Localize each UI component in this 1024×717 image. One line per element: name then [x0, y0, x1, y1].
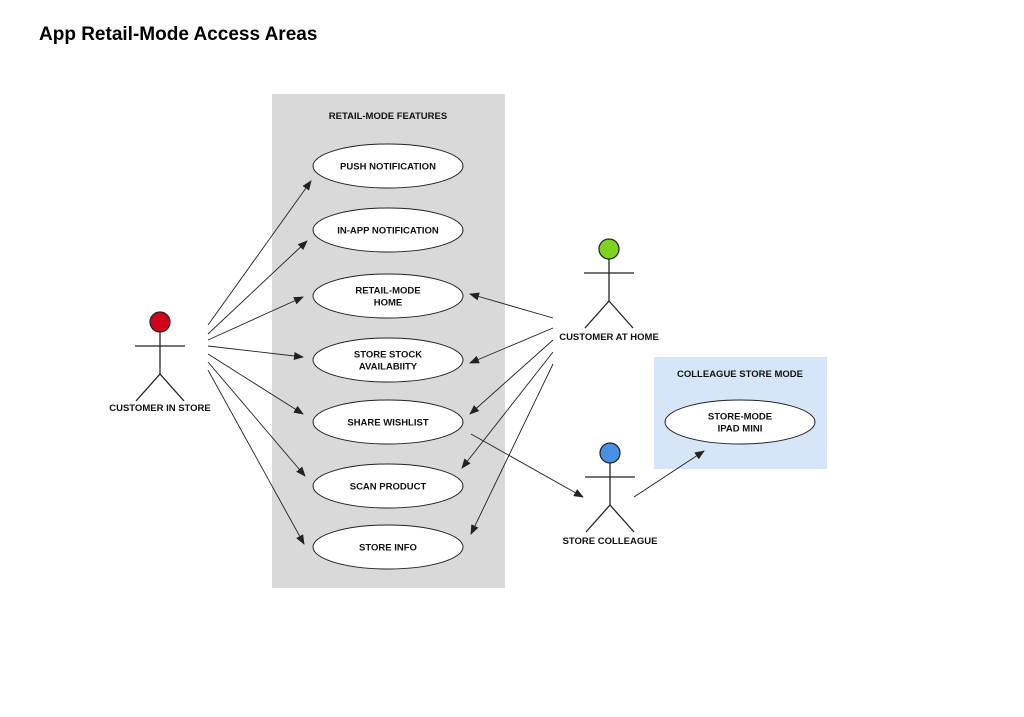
retail-boundary-label: RETAIL-MODE FEATURES: [329, 111, 447, 122]
use-case-inapp: IN-APP NOTIFICATION: [312, 207, 464, 253]
use-case-wishlist: SHARE WISHLIST: [312, 399, 464, 445]
connector-customer_in_store-to-push: [207, 180, 312, 326]
use-case-ellipse: [312, 524, 464, 570]
use-case-label: STORE INFO: [359, 543, 417, 554]
connector-customer_at_home-to-home: [469, 292, 554, 319]
actor-body-line: [585, 504, 611, 533]
use-case-ellipse: [312, 207, 464, 253]
use-case-ellipse: [312, 463, 464, 509]
actor-head-icon: [598, 238, 620, 260]
use-case-ellipse: [312, 337, 464, 383]
use-case-label: SCAN PRODUCT: [350, 482, 427, 493]
use-case-info: STORE INFO: [312, 524, 464, 570]
use-case-label: HOME: [374, 298, 403, 309]
use-case-label: AVAILABIITY: [359, 362, 418, 373]
connector-customer_in_store-to-inapp: [207, 240, 308, 335]
actor-head-icon: [599, 442, 621, 464]
actor-body-line: [584, 300, 610, 329]
actor-customer-in-store: CUSTOMER IN STORE: [109, 311, 211, 414]
actor-body-line: [608, 300, 634, 329]
use-case-label: STORE-MODE: [708, 412, 772, 423]
connector-customer_at_home-to-info: [470, 363, 554, 535]
use-case-label: PUSH NOTIFICATION: [340, 162, 436, 173]
actor-label: CUSTOMER AT HOME: [559, 332, 659, 343]
connector-store_colleague-to-ipad: [633, 450, 705, 498]
connector-customer_at_home-to-wishlist: [469, 339, 554, 415]
use-case-ellipse: [312, 143, 464, 189]
actor-label: CUSTOMER IN STORE: [109, 403, 211, 414]
actor-customer-at-home: CUSTOMER AT HOME: [559, 238, 659, 343]
page-title: App Retail-Mode Access Areas: [39, 24, 318, 45]
connector-customer_in_store-to-scan: [207, 361, 306, 477]
actor-label: STORE COLLEAGUE: [563, 536, 658, 547]
connector-wishlist-to-store_colleague: [470, 433, 584, 498]
actor-body-line: [135, 373, 161, 402]
colleague-boundary-label: COLLEAGUE STORE MODE: [677, 369, 803, 380]
actor-head-icon: [149, 311, 171, 333]
use-case-ellipse: [312, 273, 464, 319]
connector-customer_in_store-to-info: [207, 369, 305, 545]
connector-customer_in_store-to-stock: [207, 345, 304, 360]
use-case-label: IPAD MINI: [718, 424, 763, 435]
use-case-label: RETAIL-MODE: [355, 286, 420, 297]
use-case-scan: SCAN PRODUCT: [312, 463, 464, 509]
use-case-ellipse: [664, 399, 816, 445]
connector-customer_at_home-to-scan: [461, 351, 554, 469]
use-case-ellipse: [312, 399, 464, 445]
use-case-label: IN-APP NOTIFICATION: [337, 226, 439, 237]
use-case-label: STORE STOCK: [354, 350, 422, 361]
connector-customer_in_store-to-wishlist: [207, 353, 304, 415]
actor-body-line: [159, 373, 185, 402]
actor-store-colleague: STORE COLLEAGUE: [563, 442, 658, 547]
connector-customer_in_store-to-home: [207, 296, 304, 341]
use-case-push: PUSH NOTIFICATION: [312, 143, 464, 189]
use-case-label: SHARE WISHLIST: [347, 418, 428, 429]
connector-customer_at_home-to-stock: [469, 327, 554, 364]
actor-body-line: [609, 504, 635, 533]
